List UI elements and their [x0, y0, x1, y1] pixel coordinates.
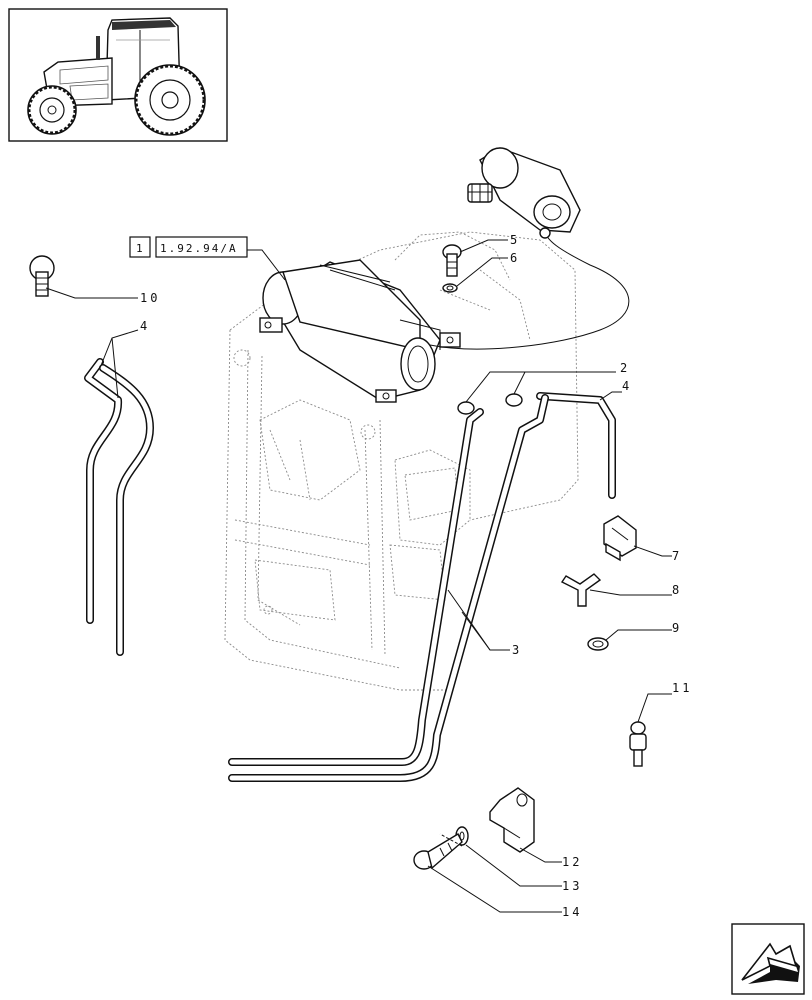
- blower-switch: [467, 147, 581, 239]
- clip-part-7: 7: [603, 515, 682, 563]
- stud-part-11: 11: [629, 681, 692, 767]
- y-connector-part-8: 8: [560, 573, 682, 607]
- clamp-part-9: 9: [587, 621, 682, 651]
- tractor-thumbnail: [8, 8, 228, 142]
- callout-11: 11: [672, 681, 692, 695]
- navigation-box[interactable]: [731, 923, 805, 995]
- heater-unit: [259, 229, 630, 403]
- callout-3: 3: [512, 643, 522, 657]
- callout-7: 7: [672, 549, 682, 563]
- pipe-part-3: 3: [228, 394, 549, 782]
- bolt-part-14: 14: [413, 833, 582, 919]
- reference-box: 1 1.92.94/A: [129, 236, 286, 281]
- cab-outline: [224, 231, 579, 691]
- callout-4-right: 4: [622, 379, 632, 393]
- bracket-part-12: 12: [489, 787, 582, 869]
- callout-5: 5: [510, 233, 520, 247]
- callout-10: 10: [140, 291, 160, 305]
- clamp-part-2: 2: [457, 361, 630, 415]
- reference-index: 1: [136, 242, 145, 255]
- callout-13: 13: [562, 879, 582, 893]
- hose-part-4-left: 4: [84, 319, 154, 656]
- callout-12: 12: [562, 855, 582, 869]
- callout-14: 14: [562, 905, 582, 919]
- tractor-icon: [27, 17, 206, 136]
- callout-2: 2: [620, 361, 630, 375]
- bolt-part-10: 10: [29, 255, 160, 305]
- callout-6: 6: [510, 251, 520, 265]
- bolt-part-5: 5: [442, 233, 520, 277]
- arrow-icon[interactable]: [741, 942, 800, 984]
- washer-part-6: 6: [442, 251, 520, 293]
- callout-4-left: 4: [140, 319, 150, 333]
- callout-9: 9: [672, 621, 682, 635]
- callout-8: 8: [672, 583, 682, 597]
- hose-part-4-right: 4: [536, 379, 632, 499]
- reference-code: 1.92.94/A: [160, 242, 238, 255]
